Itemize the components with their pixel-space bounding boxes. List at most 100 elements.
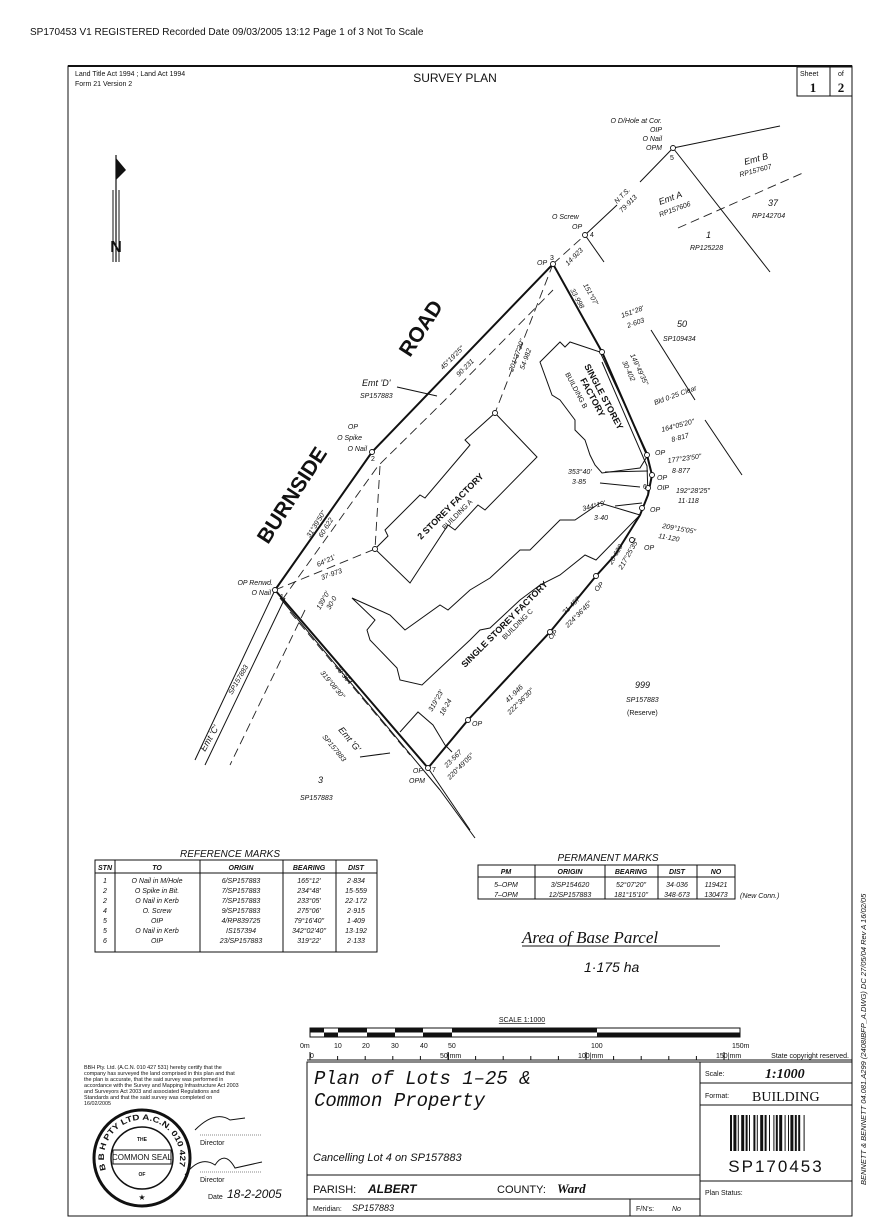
barcode-bar — [733, 1115, 737, 1151]
stn3-desc: OP — [537, 260, 547, 267]
distance-label: 11·120 — [658, 533, 680, 544]
station-number: 4 — [590, 232, 594, 239]
table-cell: 1·409 — [347, 918, 365, 925]
table-cell: O Nail in Kerb — [135, 898, 179, 905]
table-cell: 7/SP157883 — [222, 898, 261, 905]
bearing-label: 177°23'50" — [667, 452, 702, 465]
barcode-bar — [784, 1115, 786, 1151]
barcode-bar — [745, 1115, 748, 1151]
director-label: Director — [200, 1140, 225, 1147]
north-label: N — [110, 239, 122, 256]
table-cell: 6 — [103, 938, 107, 945]
distance-label: 11·118 — [678, 498, 699, 505]
bearing-label: 164°05'20" — [660, 417, 695, 434]
table-cell: 2 — [102, 888, 107, 895]
barcode-bar — [803, 1115, 805, 1151]
table-cell: 13·192 — [345, 928, 367, 935]
svg-text:★: ★ — [138, 1193, 145, 1202]
lot-ref: SP157883 — [626, 697, 659, 704]
barcode-bar — [741, 1115, 745, 1151]
director-signature-1 — [194, 1116, 246, 1131]
table-cell: 4 — [103, 908, 107, 915]
station-number: 6 — [643, 484, 647, 491]
area-label: Area of Base Parcel — [521, 928, 658, 947]
barcode-bar — [753, 1115, 756, 1151]
table-cell: 2·133 — [346, 938, 365, 945]
table-cell: 7/SP157883 — [222, 888, 261, 895]
road-name-road: ROAD — [395, 296, 448, 360]
station-number: 3 — [550, 255, 554, 262]
scale-field-value: 1:1000 — [765, 1067, 805, 1082]
survey-stations — [272, 145, 676, 771]
table-cell: 233°05' — [296, 897, 321, 905]
new-conn-note: (New Conn.) — [740, 893, 779, 900]
table-cell: 275°06' — [296, 907, 321, 915]
lot-ref: RP142704 — [752, 213, 785, 220]
barcode — [730, 1115, 805, 1151]
plan-linework — [194, 125, 806, 839]
table-cell: 348·673 — [664, 892, 690, 899]
format-value: BUILDING — [752, 1090, 820, 1105]
lot-number: 37 — [768, 198, 779, 208]
column-header: DIST — [669, 869, 686, 876]
sheet-box: Sheet of 1 2 — [796, 66, 853, 97]
table-cell: 165°12' — [297, 877, 321, 885]
table-cell: 12/SP157883 — [549, 892, 592, 899]
barcode-bar — [760, 1115, 764, 1151]
table-cell: 34·036 — [666, 882, 688, 889]
scale-label: 100 — [591, 1043, 603, 1050]
scale-label: 20 — [362, 1043, 370, 1050]
certification-line: 16/02/2005 — [84, 1101, 111, 1107]
station-number: 7 — [432, 767, 436, 774]
meridian-value: SP157883 — [352, 1203, 394, 1213]
stn5-desc: OIP — [650, 127, 662, 134]
barcode-bar — [773, 1115, 775, 1151]
bearing-label: 64°21' — [315, 553, 337, 569]
form-line: Form 21 Version 2 — [75, 81, 132, 88]
permanent-marks-title: PERMANENT MARKS — [557, 853, 658, 864]
scale-field-label: Scale: — [705, 1071, 725, 1078]
station-number: 5 — [670, 155, 674, 162]
distance-label: 37·973 — [320, 568, 343, 582]
stn1-desc: OP Renwd. — [237, 580, 273, 587]
mm-label: 0 — [310, 1053, 314, 1060]
seal-inner: OF — [139, 1172, 146, 1178]
mm-label: 100|mm — [578, 1053, 603, 1060]
barcode-bar — [730, 1115, 732, 1151]
director-label: Director — [200, 1177, 225, 1184]
stn4-desc: OP — [572, 224, 582, 231]
table-cell: 2 — [102, 898, 107, 905]
easement-label: Emt 'D' — [362, 378, 391, 388]
lot-ref: SP109434 — [663, 336, 696, 343]
act-line: Land Title Act 1994 ; Land Act 1994 — [75, 71, 185, 78]
table-cell: 234°48' — [296, 887, 321, 895]
director-signature-2 — [184, 1157, 263, 1176]
plan-number: SP170453 — [728, 1157, 823, 1176]
table-cell: O Nail in Kerb — [135, 928, 179, 935]
barcode-bar — [794, 1115, 797, 1151]
op-label: OP — [593, 581, 605, 593]
table-cell: 5–OPM — [494, 882, 518, 889]
column-header: TO — [152, 865, 162, 872]
stn5-desc: OPM — [646, 145, 662, 152]
lot-number: 999 — [635, 680, 650, 690]
distance-label: 2·603 — [625, 317, 645, 330]
seal-inner: COMMON SEAL — [112, 1153, 173, 1162]
certification-line: Standards and that the said survey was c… — [84, 1095, 212, 1101]
format-label: Format: — [705, 1093, 729, 1100]
column-header: ORIGIN — [558, 869, 584, 876]
stn2-desc: O Nail — [348, 446, 368, 453]
lot-number: 3 — [318, 775, 323, 785]
certification-line: and Surveyors Act 2003 and associated Re… — [84, 1089, 219, 1095]
stn4-desc: O Screw — [552, 214, 580, 221]
easement-ref: SP157883 — [360, 393, 393, 400]
op-label: OP — [644, 545, 654, 552]
column-header: DIST — [348, 865, 365, 872]
scale-bar: SCALE 1:1000 0m 10 20 30 40 50 100 150m … — [300, 1017, 852, 1061]
table-cell: 119421 — [705, 882, 728, 889]
column-header: BEARING — [293, 865, 326, 872]
area-value: 1·175 ha — [584, 959, 639, 975]
table-cell: 181°15'10" — [614, 891, 648, 899]
